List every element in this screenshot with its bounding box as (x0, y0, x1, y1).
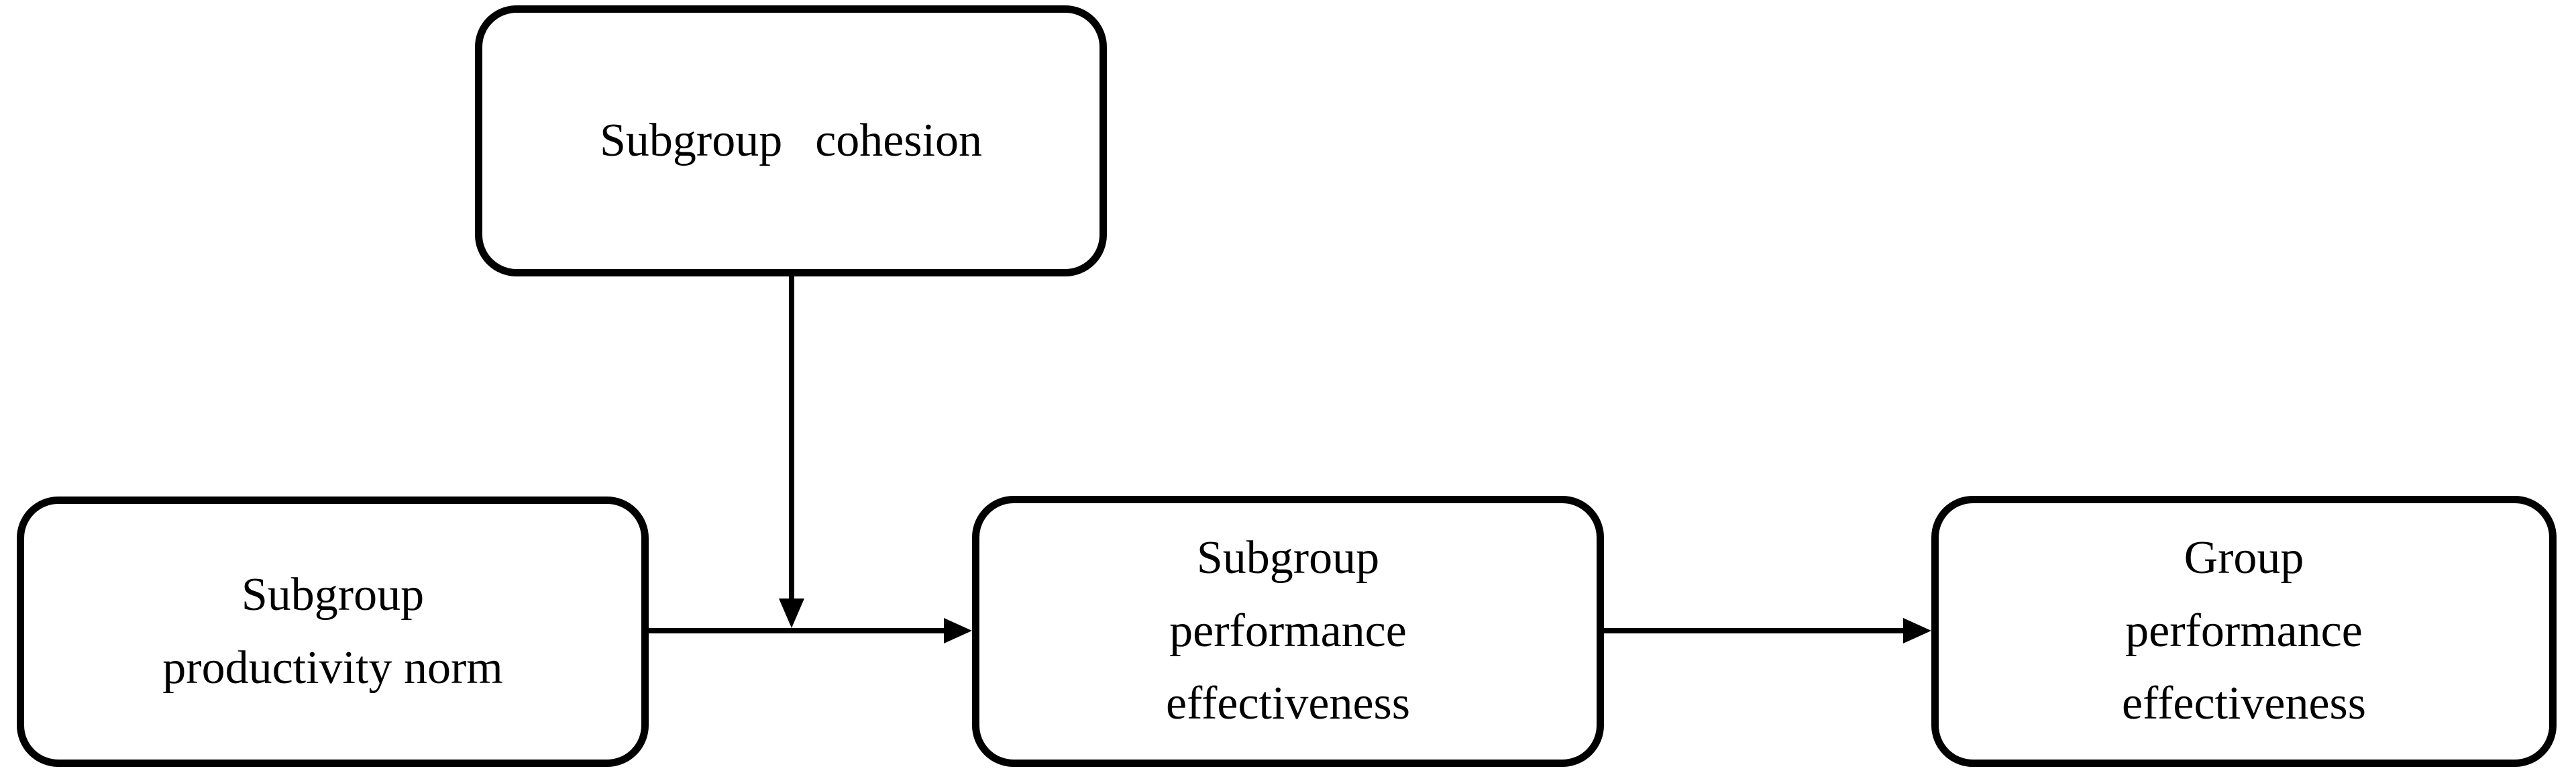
node-label: Subgroup cohesion (599, 114, 983, 166)
node-subgroup-performance-effectiveness: Subgroup performance effectiveness (972, 496, 1604, 767)
arrowhead-right-icon (1903, 618, 1931, 643)
node-label: Subgroup productivity norm (162, 569, 503, 694)
node-subgroup-productivity-norm: Subgroup productivity norm (17, 497, 649, 767)
arrowhead-right-icon (944, 618, 972, 643)
node-group-performance-effectiveness: Group performance effectiveness (1931, 496, 2557, 767)
node-label: Subgroup performance effectiveness (1165, 532, 1411, 730)
node-subgroup-cohesion: Subgroup cohesion (475, 5, 1107, 276)
moderation-arrow (779, 276, 804, 628)
arrow-subgroup-performance-to-group-performance (1604, 618, 1931, 643)
node-label: Group performance effectiveness (2121, 532, 2367, 730)
arrowhead-down-icon (779, 598, 804, 628)
arrow-productivity-to-subgroup-performance (649, 618, 972, 643)
